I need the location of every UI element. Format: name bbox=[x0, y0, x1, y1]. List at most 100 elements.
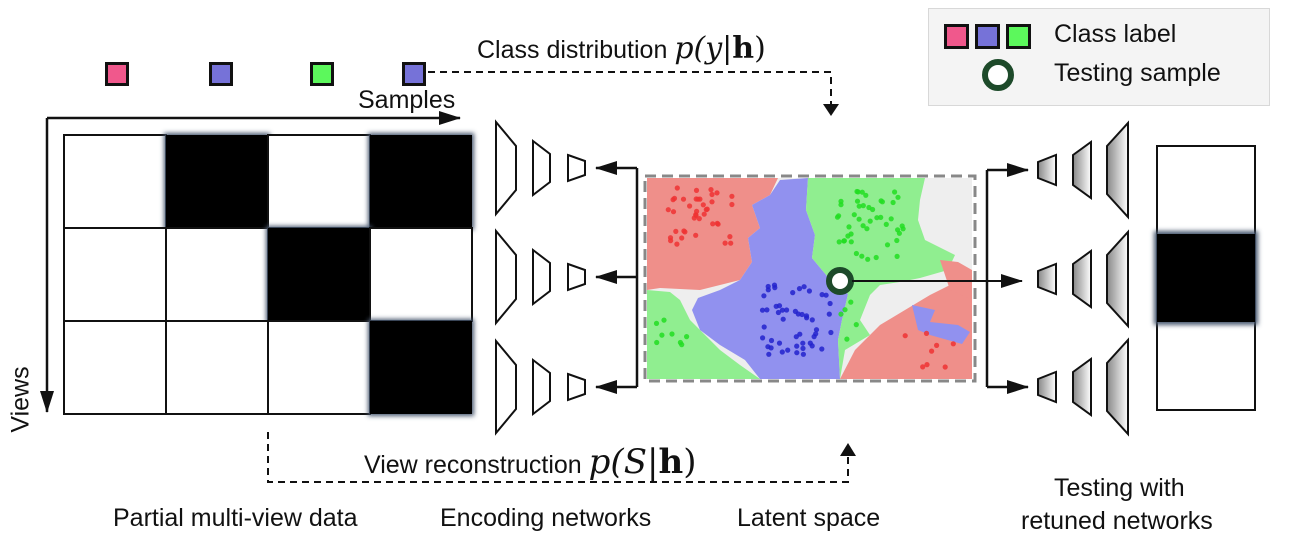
latent-point bbox=[784, 307, 790, 313]
latent-point bbox=[809, 317, 815, 323]
data-matrix bbox=[63, 133, 474, 416]
latent-point bbox=[894, 253, 900, 259]
latent-point bbox=[848, 299, 854, 305]
view-reconstruction-connector bbox=[267, 432, 849, 483]
latent-point bbox=[693, 232, 699, 238]
latent-point bbox=[765, 287, 771, 293]
caption-testing-line2: retuned networks bbox=[1021, 507, 1213, 535]
latent-point bbox=[804, 315, 810, 321]
latent-point bbox=[727, 234, 733, 240]
matrix-cell-missing bbox=[166, 135, 268, 228]
latent-point bbox=[894, 237, 900, 244]
latent-point bbox=[659, 332, 665, 338]
latent-point bbox=[684, 334, 690, 340]
latent-point bbox=[673, 228, 679, 234]
latent-point bbox=[855, 189, 861, 195]
latent-region-blue-small bbox=[912, 305, 970, 344]
encoder-layer-2 bbox=[532, 247, 551, 307]
latent-point bbox=[807, 340, 813, 346]
decoder-layer-2 bbox=[1072, 249, 1092, 309]
latent-point bbox=[854, 198, 861, 204]
encoding-networks bbox=[495, 119, 586, 436]
views-axis-label: Views bbox=[6, 366, 35, 433]
latent-point bbox=[695, 196, 701, 202]
latent-point bbox=[923, 330, 930, 336]
latent-point bbox=[848, 239, 854, 245]
latent-point bbox=[768, 345, 774, 351]
latent-point bbox=[813, 327, 820, 333]
formula-script-s: S bbox=[623, 442, 647, 482]
latent-point bbox=[859, 253, 865, 259]
latent-point bbox=[856, 216, 862, 222]
latent-point bbox=[801, 284, 807, 290]
latent-point bbox=[848, 231, 854, 237]
latent-point bbox=[826, 311, 832, 317]
encoder-layer-1 bbox=[495, 119, 517, 217]
encoder-layer-3 bbox=[567, 372, 586, 402]
latent-point bbox=[842, 307, 848, 313]
latent-point bbox=[836, 239, 842, 245]
latent-point bbox=[760, 335, 766, 341]
legend-testing-sample: Testing sample bbox=[1054, 59, 1221, 87]
latent-point bbox=[902, 333, 908, 339]
sample-label-4 bbox=[402, 62, 426, 86]
samples-axis-label: Samples bbox=[358, 86, 456, 114]
matrix-cell-present bbox=[369, 227, 473, 322]
class-distribution-text: Class distribution bbox=[477, 36, 668, 64]
matrix-cell-present bbox=[165, 227, 269, 322]
latent-point bbox=[680, 196, 687, 202]
test-sample-marker[interactable] bbox=[826, 267, 854, 295]
class-distribution-formula: p(y|h) bbox=[674, 31, 766, 66]
decoder-layer-3 bbox=[1106, 337, 1129, 437]
latent-points bbox=[653, 185, 956, 370]
matrix-cell-missing bbox=[268, 228, 370, 321]
latent-point bbox=[785, 347, 791, 353]
latent-point bbox=[681, 228, 687, 234]
latent-point bbox=[728, 240, 734, 246]
latent-point bbox=[768, 337, 775, 344]
formula-part: ) bbox=[754, 31, 766, 66]
matrix-cell-present bbox=[165, 320, 269, 415]
latent-point bbox=[879, 199, 886, 205]
latent-point bbox=[841, 238, 848, 244]
matrix-cell-present bbox=[63, 320, 167, 415]
formula-part: ) bbox=[683, 442, 697, 482]
formula-part: p( bbox=[588, 442, 624, 482]
latent-point bbox=[846, 224, 852, 230]
latent-point bbox=[844, 336, 850, 342]
decoder-layer-2 bbox=[1072, 357, 1092, 417]
latent-point bbox=[654, 339, 660, 346]
latent-region-green-left bbox=[647, 290, 760, 379]
legend-box: Class label Testing sample bbox=[928, 8, 1270, 106]
latent-point bbox=[892, 189, 898, 195]
latent-point bbox=[794, 343, 800, 349]
latent-point bbox=[710, 221, 716, 227]
latent-point bbox=[773, 303, 779, 309]
latent-point bbox=[950, 341, 956, 347]
latent-point bbox=[934, 342, 940, 348]
sample-label-3 bbox=[310, 62, 334, 86]
decoder-layer-2 bbox=[1072, 140, 1092, 200]
formula-bold-h: h bbox=[732, 31, 755, 66]
latent-point bbox=[674, 241, 680, 247]
latent-point bbox=[729, 193, 735, 199]
latent-border bbox=[643, 174, 977, 383]
view-reconstruction-label: View reconstruction p(S|h) bbox=[364, 442, 696, 482]
matrix-cell-present bbox=[267, 134, 371, 229]
caption-testing-line1: Testing with bbox=[1054, 474, 1185, 502]
latent-point bbox=[851, 212, 857, 218]
decoder-layer-1 bbox=[1037, 370, 1057, 404]
latent-point bbox=[929, 348, 935, 354]
latent-point bbox=[873, 254, 879, 261]
latent-point bbox=[796, 286, 803, 292]
latent-point bbox=[806, 288, 813, 294]
legend-class-label: Class label bbox=[1054, 20, 1177, 48]
latent-point bbox=[888, 216, 894, 222]
latent-point bbox=[834, 214, 841, 220]
matrix-cell-missing bbox=[370, 135, 472, 228]
latent-point bbox=[863, 192, 869, 198]
latent-region-red-topleft bbox=[647, 178, 778, 290]
testing-sample-icon bbox=[982, 59, 1014, 91]
matrix-cell-present bbox=[267, 320, 371, 415]
